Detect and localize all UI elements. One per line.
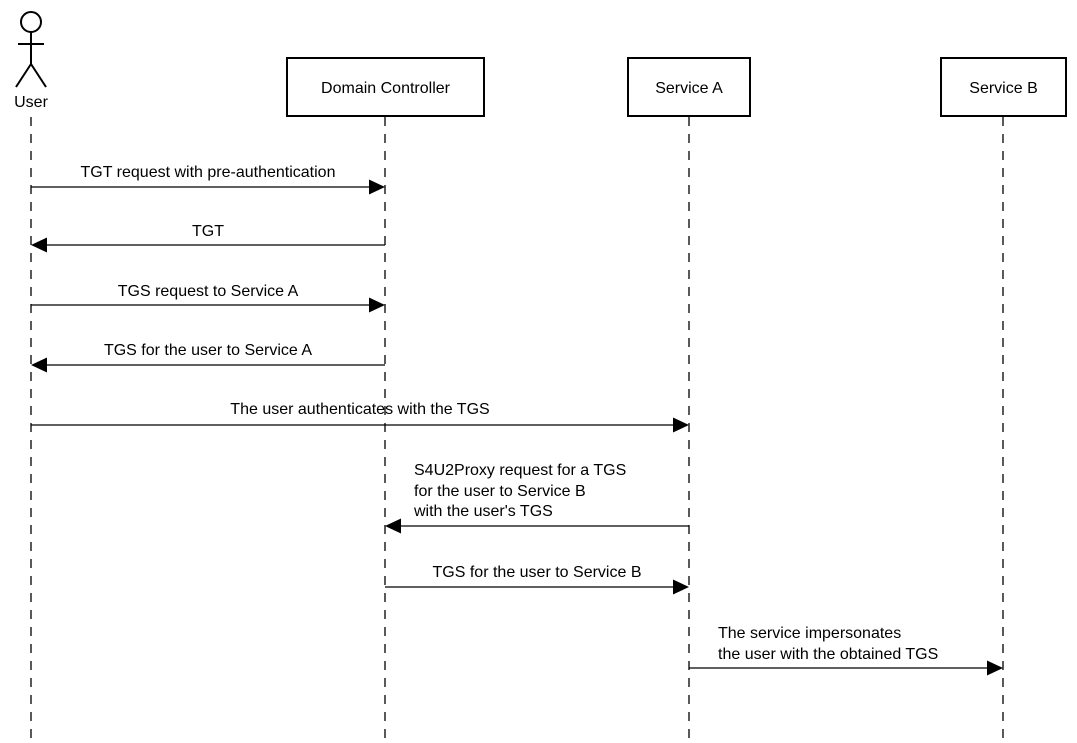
arrowhead-right-icon	[673, 579, 689, 595]
arrowhead-left-icon	[31, 237, 47, 253]
message-user-authenticates: The user authenticates with the TGS	[31, 401, 689, 433]
arrowhead-left-icon	[31, 357, 47, 373]
arrowhead-right-icon	[369, 297, 385, 313]
message-s4u2proxy-request: S4U2Proxy request for a TGS for the user…	[385, 462, 689, 534]
message-tgs-for-service-b: TGS for the user to Service B	[385, 564, 689, 595]
actor-label-user: User	[14, 94, 48, 111]
message-tgt-response: TGT	[31, 223, 385, 253]
message-service-impersonates: The service impersonates the user with t…	[689, 625, 1003, 676]
message-tgs-request: TGS request to Service A	[31, 283, 385, 313]
participant-label-service-a: Service A	[655, 80, 723, 97]
message-label-line-1: The service impersonates	[718, 625, 901, 642]
arrowhead-left-icon	[385, 518, 401, 534]
participant-service-a: Service A	[627, 57, 751, 117]
message-label: TGS for the user to Service B	[433, 564, 642, 581]
participant-label-service-b: Service B	[969, 80, 1037, 97]
participant-label-domain-controller: Domain Controller	[321, 80, 451, 97]
message-label: TGS request to Service A	[118, 283, 299, 300]
arrowhead-right-icon	[673, 417, 689, 433]
message-tgs-response: TGS for the user to Service A	[31, 342, 385, 373]
message-label-line-2: the user with the obtained TGS	[718, 646, 938, 663]
message-label-line-2: for the user to Service B	[414, 483, 586, 500]
message-label: TGT request with pre-authentication	[81, 164, 336, 181]
participant-service-b: Service B	[940, 57, 1067, 117]
participant-domain-controller: Domain Controller	[286, 57, 485, 117]
arrowhead-right-icon	[369, 179, 385, 195]
message-label: TGS for the user to Service A	[104, 342, 312, 359]
message-label: The user authenticates with the TGS	[230, 401, 489, 418]
actor-stick-figure-icon	[15, 11, 47, 88]
message-label: TGT	[192, 223, 224, 240]
message-label-line-1: S4U2Proxy request for a TGS	[414, 462, 626, 479]
message-label-line-3: with the user's TGS	[413, 503, 553, 520]
arrowhead-right-icon	[987, 660, 1003, 676]
message-tgt-request: TGT request with pre-authentication	[31, 164, 385, 195]
